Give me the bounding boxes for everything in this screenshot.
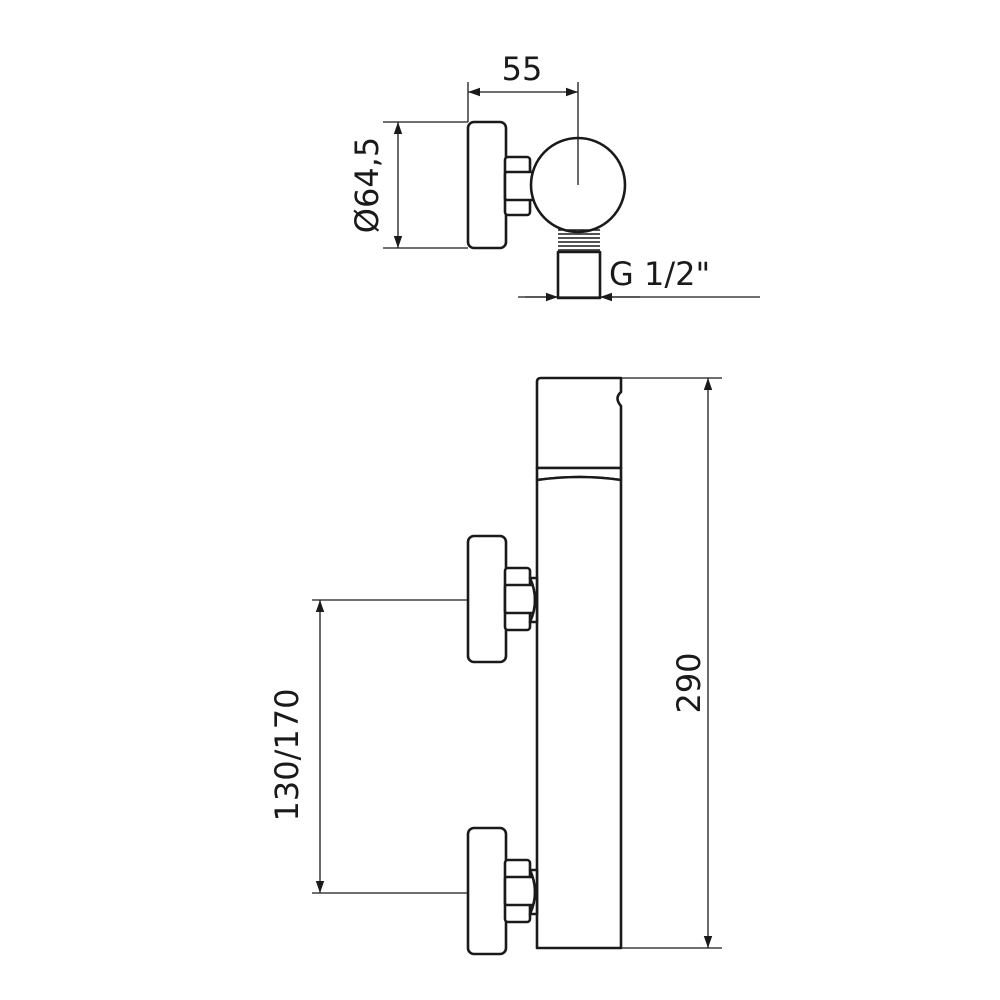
dim-55-label: 55 bbox=[502, 50, 543, 88]
thread-lines bbox=[558, 229, 600, 251]
upper-inlet-hex bbox=[503, 583, 537, 615]
upper-inlet-collar bbox=[528, 576, 539, 624]
upper-inlet-flange bbox=[466, 534, 508, 664]
main-body bbox=[535, 475, 623, 950]
lower-inlet bbox=[466, 826, 539, 956]
dim-290-label: 290 bbox=[670, 652, 708, 713]
dim-spacing-label: 130/170 bbox=[268, 689, 306, 822]
front-view: 290 130/170 bbox=[268, 376, 722, 956]
top-view: 55 Ø64,5 G 1/2" bbox=[348, 50, 760, 302]
top-flange bbox=[466, 120, 508, 250]
upper-inlet bbox=[466, 534, 539, 664]
lower-inlet-hex bbox=[503, 875, 537, 907]
outlet-pipe bbox=[556, 250, 602, 300]
dim-dia-label: Ø64,5 bbox=[348, 137, 386, 233]
lower-inlet-collar bbox=[528, 868, 539, 916]
lower-inlet-flange bbox=[466, 826, 508, 956]
top-cap bbox=[535, 376, 623, 470]
dim-thread-label: G 1/2" bbox=[609, 255, 710, 293]
